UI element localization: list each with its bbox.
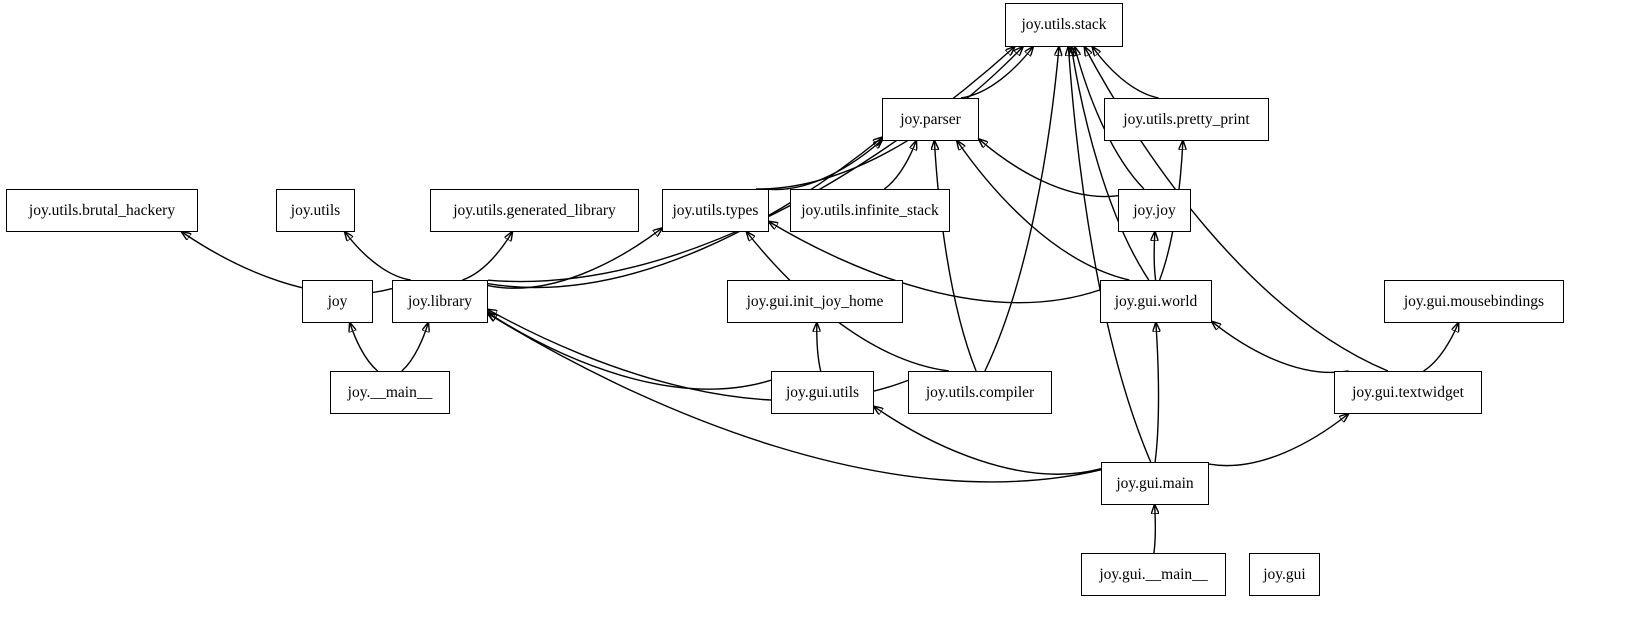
node-joy-joy[interactable]: joy.joy xyxy=(1118,189,1191,232)
node-label: joy.gui.textwidget xyxy=(1352,383,1464,401)
node-joy-utils-pretty-print[interactable]: joy.utils.pretty_print xyxy=(1104,98,1269,141)
node-label: joy.gui.init_joy_home xyxy=(746,292,884,310)
node-joy-utils-stack[interactable]: joy.utils.stack xyxy=(1005,3,1123,47)
edge-joy-library-to-joy-parser xyxy=(487,138,882,289)
node-label: joy.library xyxy=(408,292,472,310)
node-label: joy.utils.pretty_print xyxy=(1123,110,1250,128)
node-joy-gui-main[interactable]: joy.gui.main xyxy=(1101,462,1209,505)
edge-joy-library-to-joy-utils xyxy=(345,232,411,281)
edge-joy-utils-infinite-stack-to-joy-parser xyxy=(883,141,916,190)
edge-joy-gui-utils-to-joy-gui-init-joy-home xyxy=(817,323,822,372)
node-joy-gui-world[interactable]: joy.gui.world xyxy=(1100,280,1212,323)
node-joy-utils-infinite-stack[interactable]: joy.utils.infinite_stack xyxy=(790,189,950,232)
node-joy-utils-types[interactable]: joy.utils.types xyxy=(662,189,769,232)
edge-joy-main--to-joy xyxy=(350,323,379,372)
edge-joy-gui-utils-to-joy-library xyxy=(488,313,772,390)
edge-joy-gui-world-to-joy-joy xyxy=(1154,232,1155,281)
node-joy-gui-utils[interactable]: joy.gui.utils xyxy=(771,371,874,414)
edge-joy-utils-types-to-joy-parser xyxy=(766,140,882,191)
node-joy-utils[interactable]: joy.utils xyxy=(276,189,355,232)
node-joy-gui-init-joy-home[interactable]: joy.gui.init_joy_home xyxy=(727,280,903,323)
node-joy-gui-mousebindings[interactable]: joy.gui.mousebindings xyxy=(1384,280,1564,323)
node-label: joy.gui.world xyxy=(1114,292,1198,310)
node-label: joy.gui.main xyxy=(1116,474,1194,492)
node-joy-gui-main[interactable]: joy.gui.__main__ xyxy=(1081,553,1226,596)
edge-joy-library-to-joy-utils-types xyxy=(487,228,662,289)
edge-joy-gui-main-to-joy-gui-world xyxy=(1155,323,1158,463)
node-label: joy.gui xyxy=(1263,565,1306,583)
node-joy-parser[interactable]: joy.parser xyxy=(882,98,979,141)
node-label: joy.gui.utils xyxy=(785,383,860,401)
node-label: joy.utils.generated_library xyxy=(453,201,616,219)
edge-joy-joy-to-joy-utils-stack xyxy=(1075,47,1145,190)
node-label: joy.utils.infinite_stack xyxy=(801,201,939,219)
edge-joy-utils-compiler-to-joy-utils-stack xyxy=(984,47,1059,372)
node-label: joy.utils.brutal_hackery xyxy=(28,201,176,219)
edge-joy-joy-to-joy-parser xyxy=(979,139,1119,198)
node-label: joy.parser xyxy=(900,110,961,128)
edge-joy-utils-compiler-to-joy-parser xyxy=(934,141,977,372)
edge-joy-utils-pretty-print-to-joy-utils-stack xyxy=(1093,47,1159,99)
node-label: joy.utils xyxy=(290,201,341,219)
node-label: joy.gui.__main__ xyxy=(1099,565,1208,583)
edge-joy-utils-types-to-joy-utils-stack xyxy=(755,47,1023,190)
edge-joy-gui-main--to-joy-gui-main xyxy=(1154,505,1155,554)
edge-joy-gui-main-to-joy-gui-utils xyxy=(874,407,1102,475)
edge-joy-gui-main-to-joy-utils-stack xyxy=(1068,47,1152,463)
edge-joy-gui-world-to-joy-parser xyxy=(957,141,1130,281)
edge-joy-main--to-joy-library xyxy=(401,323,428,372)
node-label: joy.gui.mousebindings xyxy=(1403,292,1545,310)
node-label: joy.__main__ xyxy=(347,383,433,401)
edge-joy-gui-world-to-joy-utils-stack xyxy=(1071,47,1150,281)
edge-joy-gui-textwidget-to-joy-utils-stack xyxy=(1085,47,1389,372)
edge-joy-gui-textwidget-to-joy-gui-world xyxy=(1212,322,1349,374)
node-joy-gui[interactable]: joy.gui xyxy=(1249,553,1320,596)
node-joy-main[interactable]: joy.__main__ xyxy=(330,371,450,414)
edge-joy-library-to-joy-utils-generated-library xyxy=(462,232,512,281)
node-label: joy.utils.compiler xyxy=(925,383,1035,401)
edge-joy-gui-main-to-joy-gui-textwidget xyxy=(1208,414,1348,467)
edge-joy-gui-main-to-joy-library xyxy=(488,314,1102,483)
node-joy-utils-brutal-hackery[interactable]: joy.utils.brutal_hackery xyxy=(6,189,198,232)
node-joy[interactable]: joy xyxy=(302,280,373,323)
node-label: joy.utils.types xyxy=(672,201,759,219)
node-label: joy.joy xyxy=(1133,201,1176,219)
node-joy-gui-textwidget[interactable]: joy.gui.textwidget xyxy=(1334,371,1482,414)
node-joy-library[interactable]: joy.library xyxy=(392,280,488,323)
node-joy-utils-generated-library[interactable]: joy.utils.generated_library xyxy=(430,189,639,232)
edge-joy-gui-textwidget-to-joy-gui-mousebindings xyxy=(1423,323,1459,372)
edge-joy-gui-world-to-joy-utils-types xyxy=(769,222,1101,304)
node-joy-utils-compiler[interactable]: joy.utils.compiler xyxy=(908,371,1052,414)
node-label: joy.utils.stack xyxy=(1021,16,1107,34)
node-label: joy xyxy=(327,292,348,310)
